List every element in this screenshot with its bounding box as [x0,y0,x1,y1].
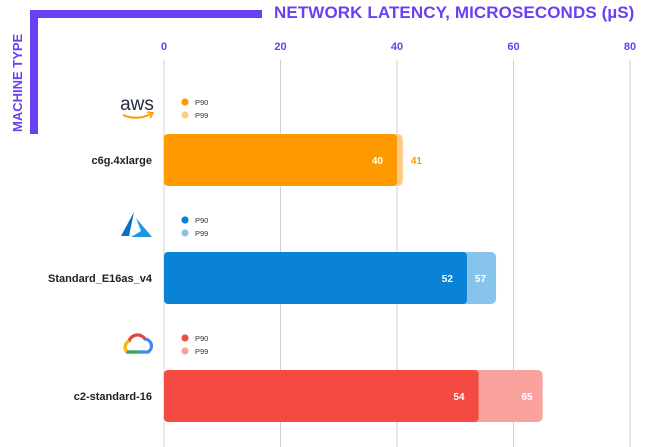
x-tick-label: 60 [507,41,519,53]
legend-label: P99 [195,111,208,120]
aws-arrow [146,111,155,119]
title-frame-top [30,10,262,18]
data-label-p99: 41 [411,156,423,167]
gcloud-top [127,333,147,342]
gcloud-left [123,339,130,354]
legend-label: P90 [195,334,208,343]
legend-swatch [181,216,189,224]
data-label-p90: 52 [442,274,454,285]
data-label-p99: 65 [522,392,534,403]
legend-swatch [181,334,189,342]
legend-swatch [181,229,189,237]
chart-title: NETWORK LATENCY, MICROSECONDS (µS) [274,3,635,22]
legend-label: P99 [195,347,208,356]
azure-logo [121,212,152,237]
data-label-p90: 40 [372,156,384,167]
x-tick-label: 20 [274,41,286,53]
aws-logo-text: aws [120,94,154,115]
legend-swatch [181,347,189,355]
category-label: Standard_E16as_v4 [48,273,153,285]
aws-smile [122,113,152,119]
data-label-p90: 54 [453,392,465,403]
google-cloud-logo [123,333,154,354]
x-tick-label: 40 [391,41,403,53]
legend-label: P99 [195,229,208,238]
x-tick-label: 80 [624,41,636,53]
bar-p90 [164,134,397,186]
azure-shape-right [131,218,152,237]
azure-shape-left [121,212,134,236]
legend-label: P90 [195,98,208,107]
category-label: c6g.4xlarge [91,155,152,167]
bar-p90 [164,370,479,422]
bar-p90 [164,252,467,304]
data-label-p99: 57 [475,274,487,285]
category-label: c2-standard-16 [74,391,152,403]
aws-logo: aws [120,94,155,119]
legend-swatch [181,111,189,119]
x-tick-label: 0 [161,41,167,53]
x-tick-labels: 0 20 40 60 80 [161,41,636,53]
title-frame-left [30,10,38,134]
legend-label: P90 [195,216,208,225]
legend-swatch [181,98,189,106]
